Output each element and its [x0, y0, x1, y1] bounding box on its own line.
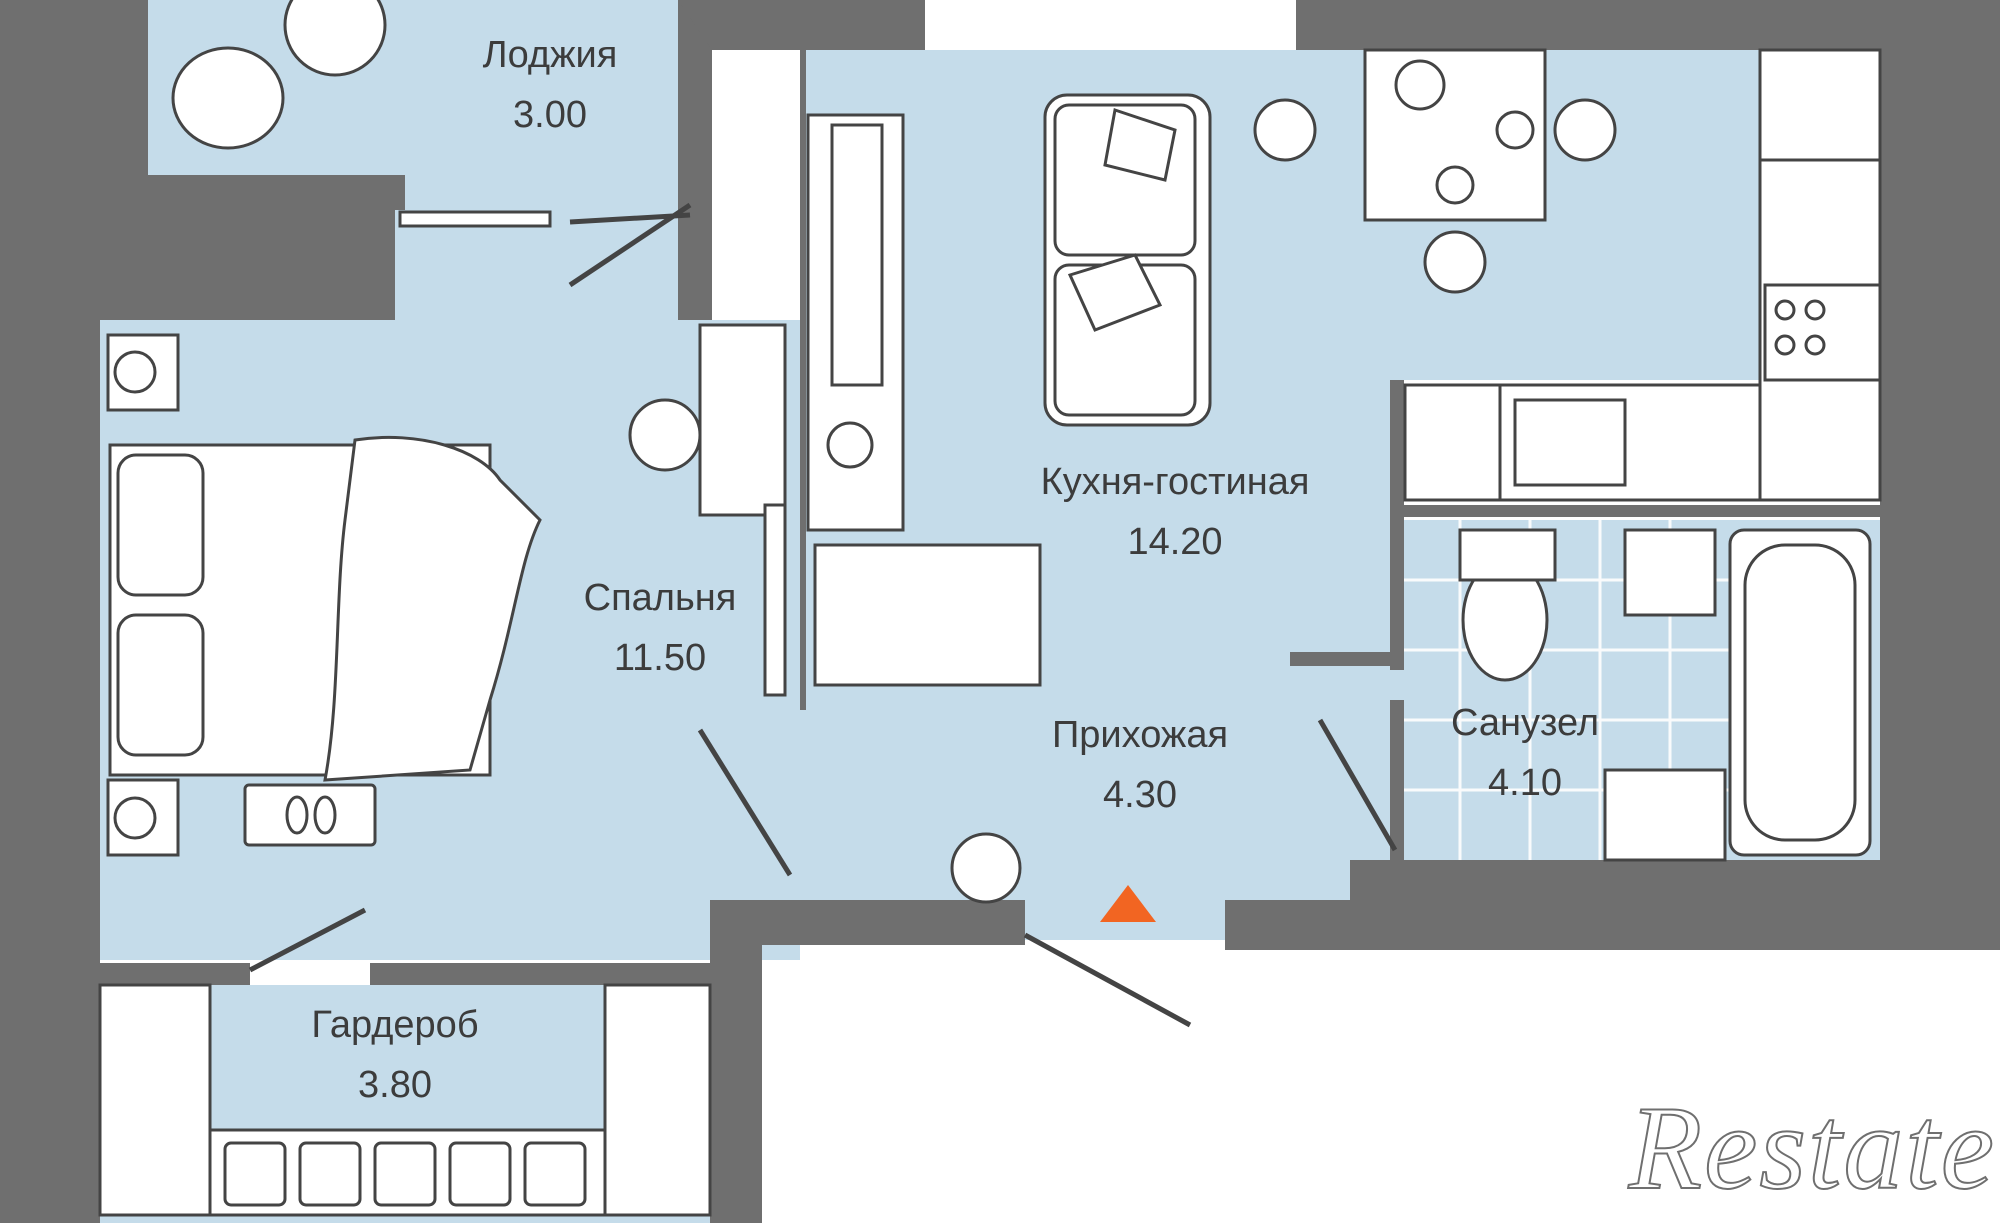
- right-outer-wall: [1880, 50, 2000, 950]
- slippers-mat: [243, 783, 377, 847]
- bedroom-door: [697, 728, 793, 877]
- room-label-bathroom: Санузел 4.10: [1400, 693, 1650, 813]
- bottom-right-wall: [1225, 860, 1880, 950]
- top-wall-right: [1296, 0, 2000, 50]
- sink: [1513, 398, 1627, 487]
- room-label-wardrobe: Гардероб 3.80: [280, 995, 510, 1115]
- room-name: Лоджия: [482, 34, 618, 76]
- hallway-bottom-wall: [720, 900, 1025, 1223]
- entrance-marker: [1100, 885, 1156, 922]
- sofa-pillow-2: [1067, 253, 1163, 332]
- room-name: Санузел: [1450, 702, 1600, 744]
- room-label-loggia: Лоджия 3.00: [450, 25, 650, 145]
- burner-3: [1774, 334, 1796, 356]
- room-area: 4.30: [1103, 774, 1177, 816]
- room-label-hallway: Прихожая 4.30: [1000, 705, 1280, 825]
- tv: [830, 123, 884, 387]
- wardrobe-top-wall-right: [370, 963, 710, 985]
- toilet-tank: [1458, 528, 1557, 582]
- burner-4: [1804, 334, 1826, 356]
- washing-machine-dial: [826, 421, 874, 469]
- fan-icon-bottom: [113, 796, 157, 840]
- entrance-door: [1023, 932, 1192, 1028]
- burner-2: [1804, 299, 1826, 321]
- wardrobe-shelf-right: [603, 983, 712, 1217]
- plate-3: [1435, 165, 1475, 205]
- room-name: Прихожая: [1051, 714, 1229, 756]
- room-label-kitchen-living: Кухня-гостиная 14.20: [990, 452, 1360, 572]
- furniture: [98, 0, 1882, 1217]
- dining-chair-right: [1553, 98, 1617, 162]
- left-wall-bottom: [0, 985, 100, 1223]
- robot-vacuum: [950, 832, 1022, 904]
- room-area: 11.50: [613, 637, 707, 679]
- room-area: 3.80: [358, 1064, 432, 1106]
- dining-chair-bottom: [1423, 230, 1487, 294]
- bath-partition-v: [1390, 380, 1404, 670]
- wardrobe-door: [248, 907, 367, 973]
- dishwasher: [1403, 383, 1502, 502]
- wardrobe-top-wall-left: [100, 963, 250, 985]
- fridge: [1758, 48, 1882, 162]
- bed-blanket: [323, 435, 542, 782]
- pillow-bottom: [116, 613, 205, 757]
- loggia-round-table: [283, 0, 387, 77]
- pillow-top: [116, 453, 205, 597]
- bath-door: [1317, 718, 1398, 852]
- shirt-3: [373, 1141, 437, 1207]
- dressing-table: [698, 323, 787, 517]
- bath-partition-low: [1390, 700, 1404, 860]
- room-label-bedroom: Спальня 11.50: [535, 568, 785, 688]
- kitchen-partition: [800, 50, 806, 710]
- shirt-2: [298, 1141, 362, 1207]
- room-name: Спальня: [583, 577, 737, 619]
- loggia-window: [398, 210, 552, 228]
- washbasin: [1623, 528, 1717, 617]
- doors: [248, 202, 1398, 1028]
- top-wall: [678, 0, 925, 50]
- bathtub-inner: [1743, 543, 1857, 842]
- plate-1: [1394, 59, 1446, 111]
- bath-partition-stub: [1290, 652, 1400, 666]
- sofa-pillow-1: [1103, 108, 1177, 182]
- room-name: Кухня-гостиная: [1040, 461, 1310, 503]
- burner-1: [1774, 299, 1796, 321]
- shirt-5: [523, 1141, 587, 1207]
- room-area: 14.20: [1127, 521, 1223, 563]
- hob: [1763, 283, 1882, 382]
- bath-partition-h: [1390, 505, 1880, 517]
- dining-chair-left: [1253, 98, 1317, 162]
- loggia-armchair: [171, 46, 285, 150]
- plate-2: [1495, 110, 1535, 150]
- fan-icon-top: [113, 350, 157, 394]
- slipper-right: [313, 795, 337, 835]
- loggia-door-leaf: [568, 202, 692, 288]
- watermark-logo: Restate: [1628, 1080, 1996, 1215]
- slipper-left: [285, 795, 309, 835]
- mirror-panel: [763, 503, 787, 697]
- kitchen-living-floor: [800, 50, 1880, 380]
- shirt-4: [448, 1141, 512, 1207]
- left-outer-wall: [0, 0, 405, 985]
- dressing-stool: [628, 398, 702, 472]
- wardrobe-shelf-left: [98, 983, 212, 1217]
- washing-machine: [1603, 768, 1727, 862]
- hallway-wardrobe: [813, 543, 1042, 687]
- bedroom-kitchen-wall: [678, 0, 712, 320]
- room-area: 3.00: [513, 94, 587, 136]
- room-area: 4.10: [1488, 762, 1562, 804]
- bedroom-upper-floor: [390, 180, 690, 330]
- room-name: Гардероб: [311, 1004, 479, 1046]
- shirt-1: [223, 1141, 287, 1207]
